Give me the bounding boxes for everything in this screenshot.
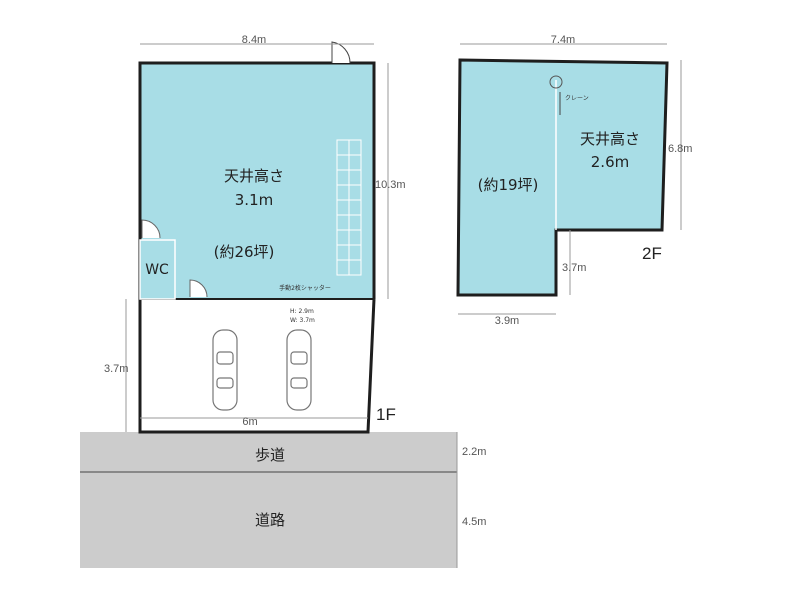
lower-door-arc bbox=[189, 279, 208, 298]
floor2-area: (約19坪) bbox=[478, 176, 539, 194]
sidewalk-area bbox=[80, 432, 457, 472]
floor2-label: 2F bbox=[642, 244, 662, 263]
floor2-right-dim: 6.8m bbox=[668, 143, 692, 155]
wc-door-arc bbox=[141, 219, 161, 239]
sidewalk-width-label: 2.2m bbox=[462, 446, 486, 458]
car-icon bbox=[212, 329, 238, 411]
wc-room bbox=[139, 239, 176, 300]
floor1-top-dim: 8.4m bbox=[242, 34, 266, 46]
shutter-w: W: 3.7m bbox=[290, 317, 315, 324]
floor1-ceiling-height: 3.1m bbox=[235, 191, 273, 209]
road-strip bbox=[80, 472, 457, 568]
car-icon bbox=[286, 329, 312, 411]
floor1-interior bbox=[140, 63, 374, 299]
sidewalk-label: 歩道 bbox=[255, 446, 285, 464]
crane-hook-icon bbox=[549, 75, 563, 89]
floor2-top-dim: 7.4m bbox=[551, 34, 575, 46]
floor1-label: 1F bbox=[376, 405, 396, 424]
top-door-arc bbox=[331, 41, 351, 64]
road-area: 歩道 道路 2.2m 4.5m bbox=[80, 432, 486, 568]
floor1-area: (約26坪) bbox=[214, 243, 275, 261]
crane-label: クレーン bbox=[565, 95, 589, 102]
floor1-right-dim: 10.3m bbox=[375, 179, 406, 191]
floor1-ceiling-label: 天井高さ bbox=[224, 167, 284, 185]
staircase bbox=[336, 139, 362, 276]
floor2-ceiling-height: 2.6m bbox=[591, 153, 629, 171]
wc-label: WC bbox=[145, 262, 169, 278]
road-label: 道路 bbox=[255, 511, 285, 529]
floor1-left-dim: 3.7m bbox=[104, 363, 128, 375]
floor2-bottom-dim: 3.9m bbox=[495, 315, 519, 327]
floor1-walls bbox=[138, 61, 376, 299]
road-width-label: 4.5m bbox=[462, 516, 486, 528]
shutter-label: 手動2枚シャッター bbox=[279, 284, 331, 292]
garage-walls bbox=[138, 298, 376, 434]
floor1-bottom-dim: 6m bbox=[242, 416, 257, 428]
floor1-plan: WC 天井高さ 3.1m (約26坪) 手動2枚シャッター H: 2.9m W:… bbox=[104, 34, 406, 434]
floor2-notch-dim: 3.7m bbox=[562, 262, 586, 274]
shutter-h: H: 2.9m bbox=[290, 308, 314, 315]
floor2-plan: クレーン (約19坪) 天井高さ 2.6m 2F 7.4m 6.8m 3.7m … bbox=[456, 34, 692, 327]
floor2-ceiling-label: 天井高さ bbox=[580, 130, 640, 148]
